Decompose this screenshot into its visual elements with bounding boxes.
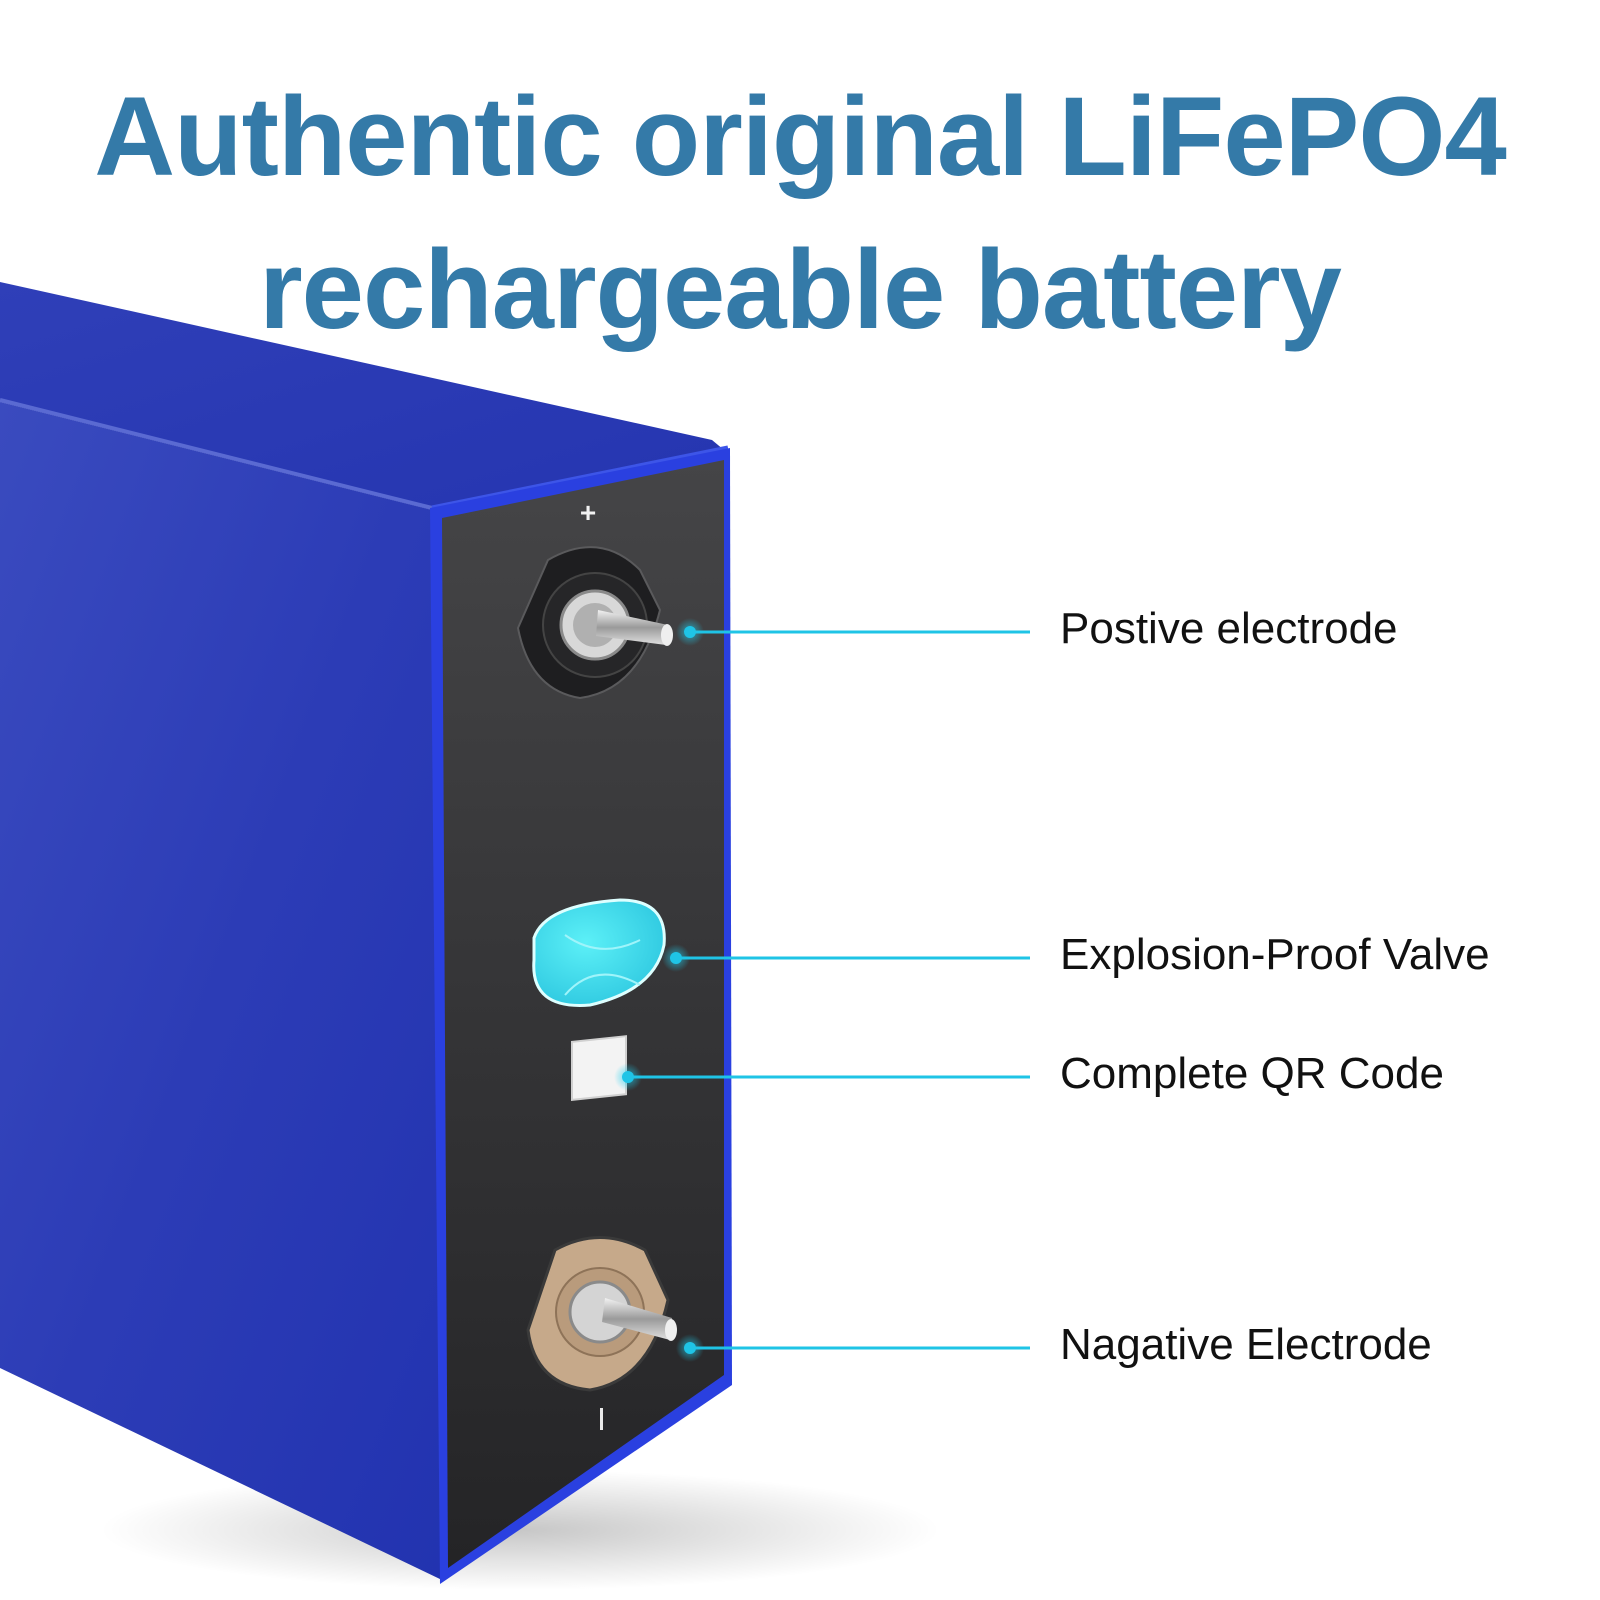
positive-mark: + bbox=[580, 497, 596, 528]
callout-qr bbox=[614, 1063, 1030, 1091]
callout-positive bbox=[676, 618, 1030, 646]
battery-side-face bbox=[0, 402, 442, 1580]
callout-valve bbox=[662, 944, 1030, 972]
callout-label-negative-electrode: Nagative Electrode bbox=[1060, 1320, 1432, 1369]
callout-label-qr-code: Complete QR Code bbox=[1060, 1049, 1444, 1098]
callout-negative bbox=[676, 1334, 1030, 1362]
callout-label-explosion-proof-valve: Explosion-Proof Valve bbox=[1060, 930, 1490, 979]
headline-line-1: Authentic original LiFePO4 bbox=[94, 74, 1506, 199]
headline-line-2: rechargeable battery bbox=[259, 227, 1342, 352]
battery-top-face bbox=[0, 282, 730, 510]
positive-terminal bbox=[516, 546, 673, 700]
negative-mark bbox=[600, 1408, 603, 1430]
explosion-proof-valve bbox=[532, 898, 666, 1007]
negative-terminal bbox=[526, 1236, 677, 1392]
callout-label-positive-electrode: Postive electrode bbox=[1060, 604, 1398, 653]
